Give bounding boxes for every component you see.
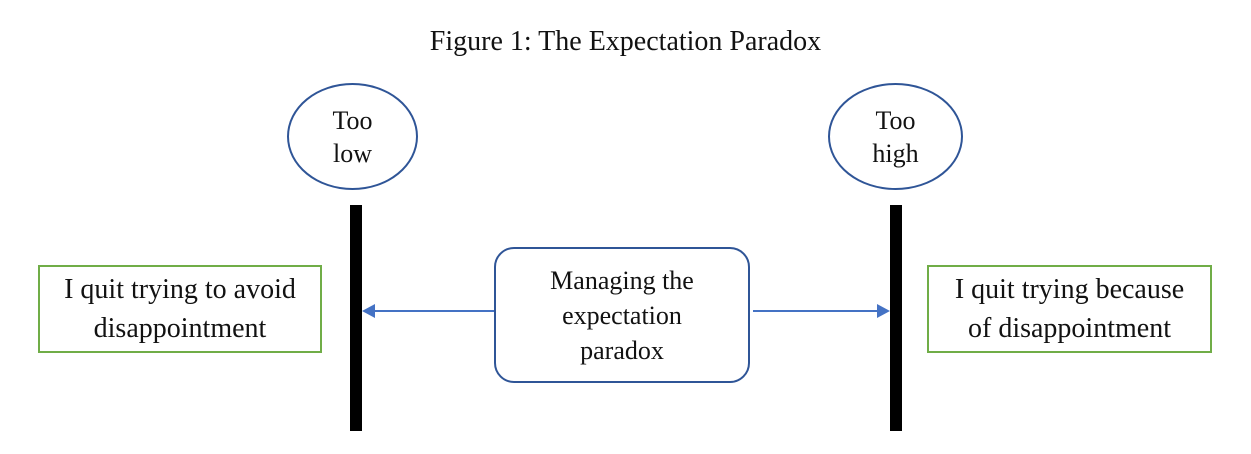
right-arrow-line	[753, 310, 877, 312]
left-limit-bar	[350, 205, 362, 431]
quit-avoid-disappointment-box: I quit trying to avoid disappointment	[38, 265, 322, 353]
quit-because-disappointment-box: I quit trying because of disappointment	[927, 265, 1212, 353]
too-low-ellipse: Too low	[287, 83, 418, 190]
right-limit-bar	[890, 205, 902, 431]
left-arrow-line	[374, 310, 494, 312]
right-arrowhead-icon	[877, 304, 890, 318]
too-high-ellipse: Too high	[828, 83, 963, 190]
left-arrowhead-icon	[362, 304, 375, 318]
figure-title: Figure 1: The Expectation Paradox	[429, 26, 822, 57]
managing-expectation-box: Managing the expectation paradox	[494, 247, 750, 383]
